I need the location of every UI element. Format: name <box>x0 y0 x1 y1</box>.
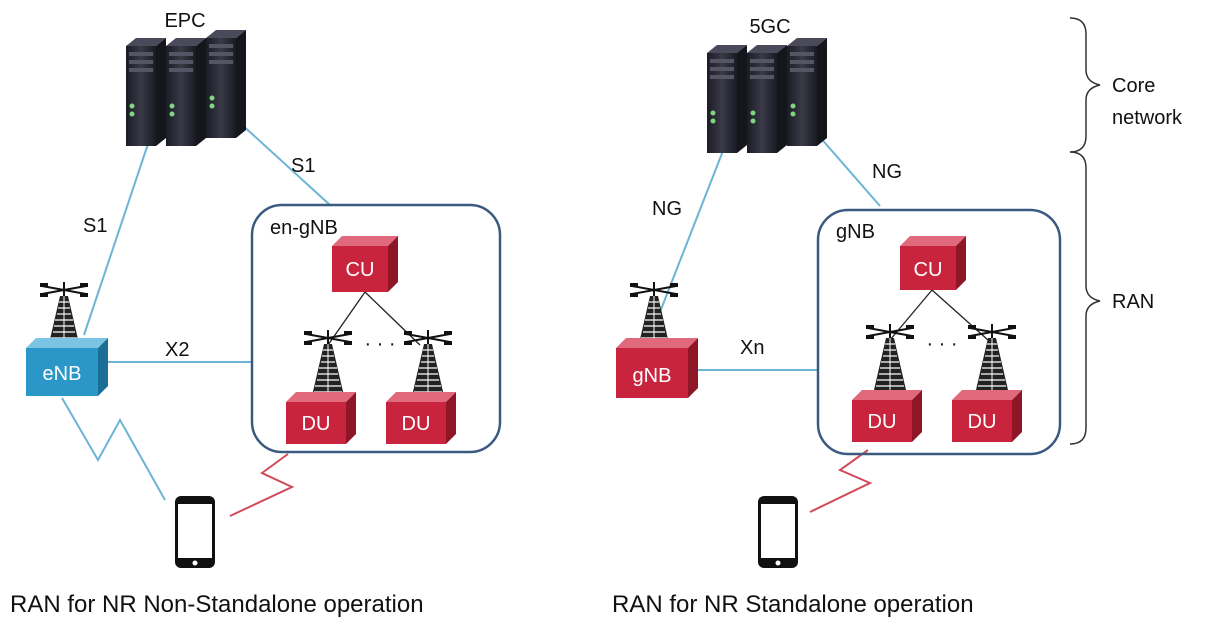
du-ellipsis-right: · · · <box>926 333 957 355</box>
nsa-caption: RAN for NR Non-Standalone operation <box>10 591 424 618</box>
ran-bracket <box>1069 151 1101 445</box>
radio-link-gnb-ue <box>809 449 873 513</box>
gnb-frame <box>816 208 1062 456</box>
cu-box-right: CU <box>900 236 966 290</box>
du-box-left-1: DU <box>286 392 356 444</box>
du-label-right-1: DU <box>868 411 897 433</box>
cu-label-right: CU <box>914 259 943 281</box>
enb-box: eNB <box>26 338 108 396</box>
du-ellipsis-left: · · · <box>364 333 395 355</box>
5gc-server-icon <box>707 38 827 153</box>
epc-server-icon <box>126 30 246 146</box>
sa-caption: RAN for NR Standalone operation <box>612 591 974 618</box>
antenna-tower-icon <box>865 323 915 391</box>
du-box-right-1: DU <box>852 390 922 442</box>
sa-section: 5GC NG NG Xn gNB CU · · · DU DU <box>612 16 1062 618</box>
du-box-right-2: DU <box>952 390 1022 442</box>
nsa-section: EPC S1 S1 X2 en-gNB CU · · · DU <box>10 10 502 618</box>
du-label-left-1: DU <box>302 413 331 435</box>
enb-label: eNB <box>43 363 82 385</box>
antenna-tower-icon <box>967 323 1017 391</box>
gnb-group-label: gNB <box>836 221 875 243</box>
en-gnb-label: en-gNB <box>270 217 338 239</box>
gnb-label: gNB <box>633 365 672 387</box>
gnb-box: gNB <box>616 338 698 398</box>
s1-label-left: S1 <box>83 215 107 237</box>
smartphone-icon <box>758 496 798 568</box>
cu-box-left: CU <box>332 236 398 292</box>
radio-link-en-gnb-ue <box>229 453 295 517</box>
antenna-tower-icon <box>403 329 453 397</box>
ng-label-right: NG <box>872 161 902 183</box>
ran-label: RAN <box>1112 291 1154 313</box>
smartphone-icon <box>175 496 215 568</box>
layer-brackets: Core network RAN <box>1069 17 1183 445</box>
xn-label: Xn <box>740 337 764 359</box>
du-label-right-2: DU <box>968 411 997 433</box>
en-gnb-frame <box>250 203 502 454</box>
cu-label-left: CU <box>346 259 375 281</box>
du-box-left-2: DU <box>386 392 456 444</box>
core-network-label-line2: network <box>1112 107 1183 129</box>
radio-link-enb-ue <box>61 397 166 501</box>
ng-label-left: NG <box>652 198 682 220</box>
x2-label: X2 <box>165 339 189 361</box>
du-label-left-2: DU <box>402 413 431 435</box>
epc-label: EPC <box>164 10 205 32</box>
s1-label-right: S1 <box>291 155 315 177</box>
core-network-label-line1: Core <box>1112 75 1155 97</box>
antenna-tower-icon <box>303 329 353 397</box>
s1-link-enb <box>83 137 151 336</box>
core-network-bracket <box>1069 17 1101 153</box>
5gc-label: 5GC <box>749 16 790 38</box>
